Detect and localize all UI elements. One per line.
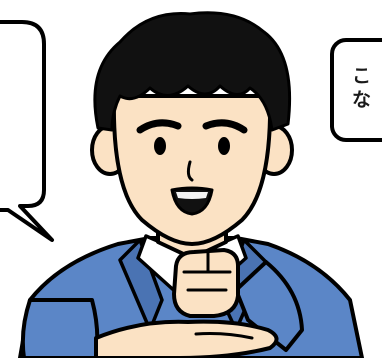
right-speech-bubble bbox=[330, 38, 382, 142]
eyebrows bbox=[136, 119, 248, 134]
right-bubble-text: こ な bbox=[352, 64, 382, 112]
mouth bbox=[170, 186, 214, 216]
eyes bbox=[154, 137, 230, 155]
left-speech-bubble bbox=[0, 20, 54, 242]
hair bbox=[93, 11, 292, 132]
nose bbox=[186, 160, 194, 182]
fist bbox=[172, 248, 240, 318]
open-palm bbox=[94, 319, 279, 358]
right-bubble-line-2: な bbox=[352, 89, 372, 111]
right-bubble-line-1: こ bbox=[352, 65, 372, 87]
face bbox=[111, 94, 273, 246]
